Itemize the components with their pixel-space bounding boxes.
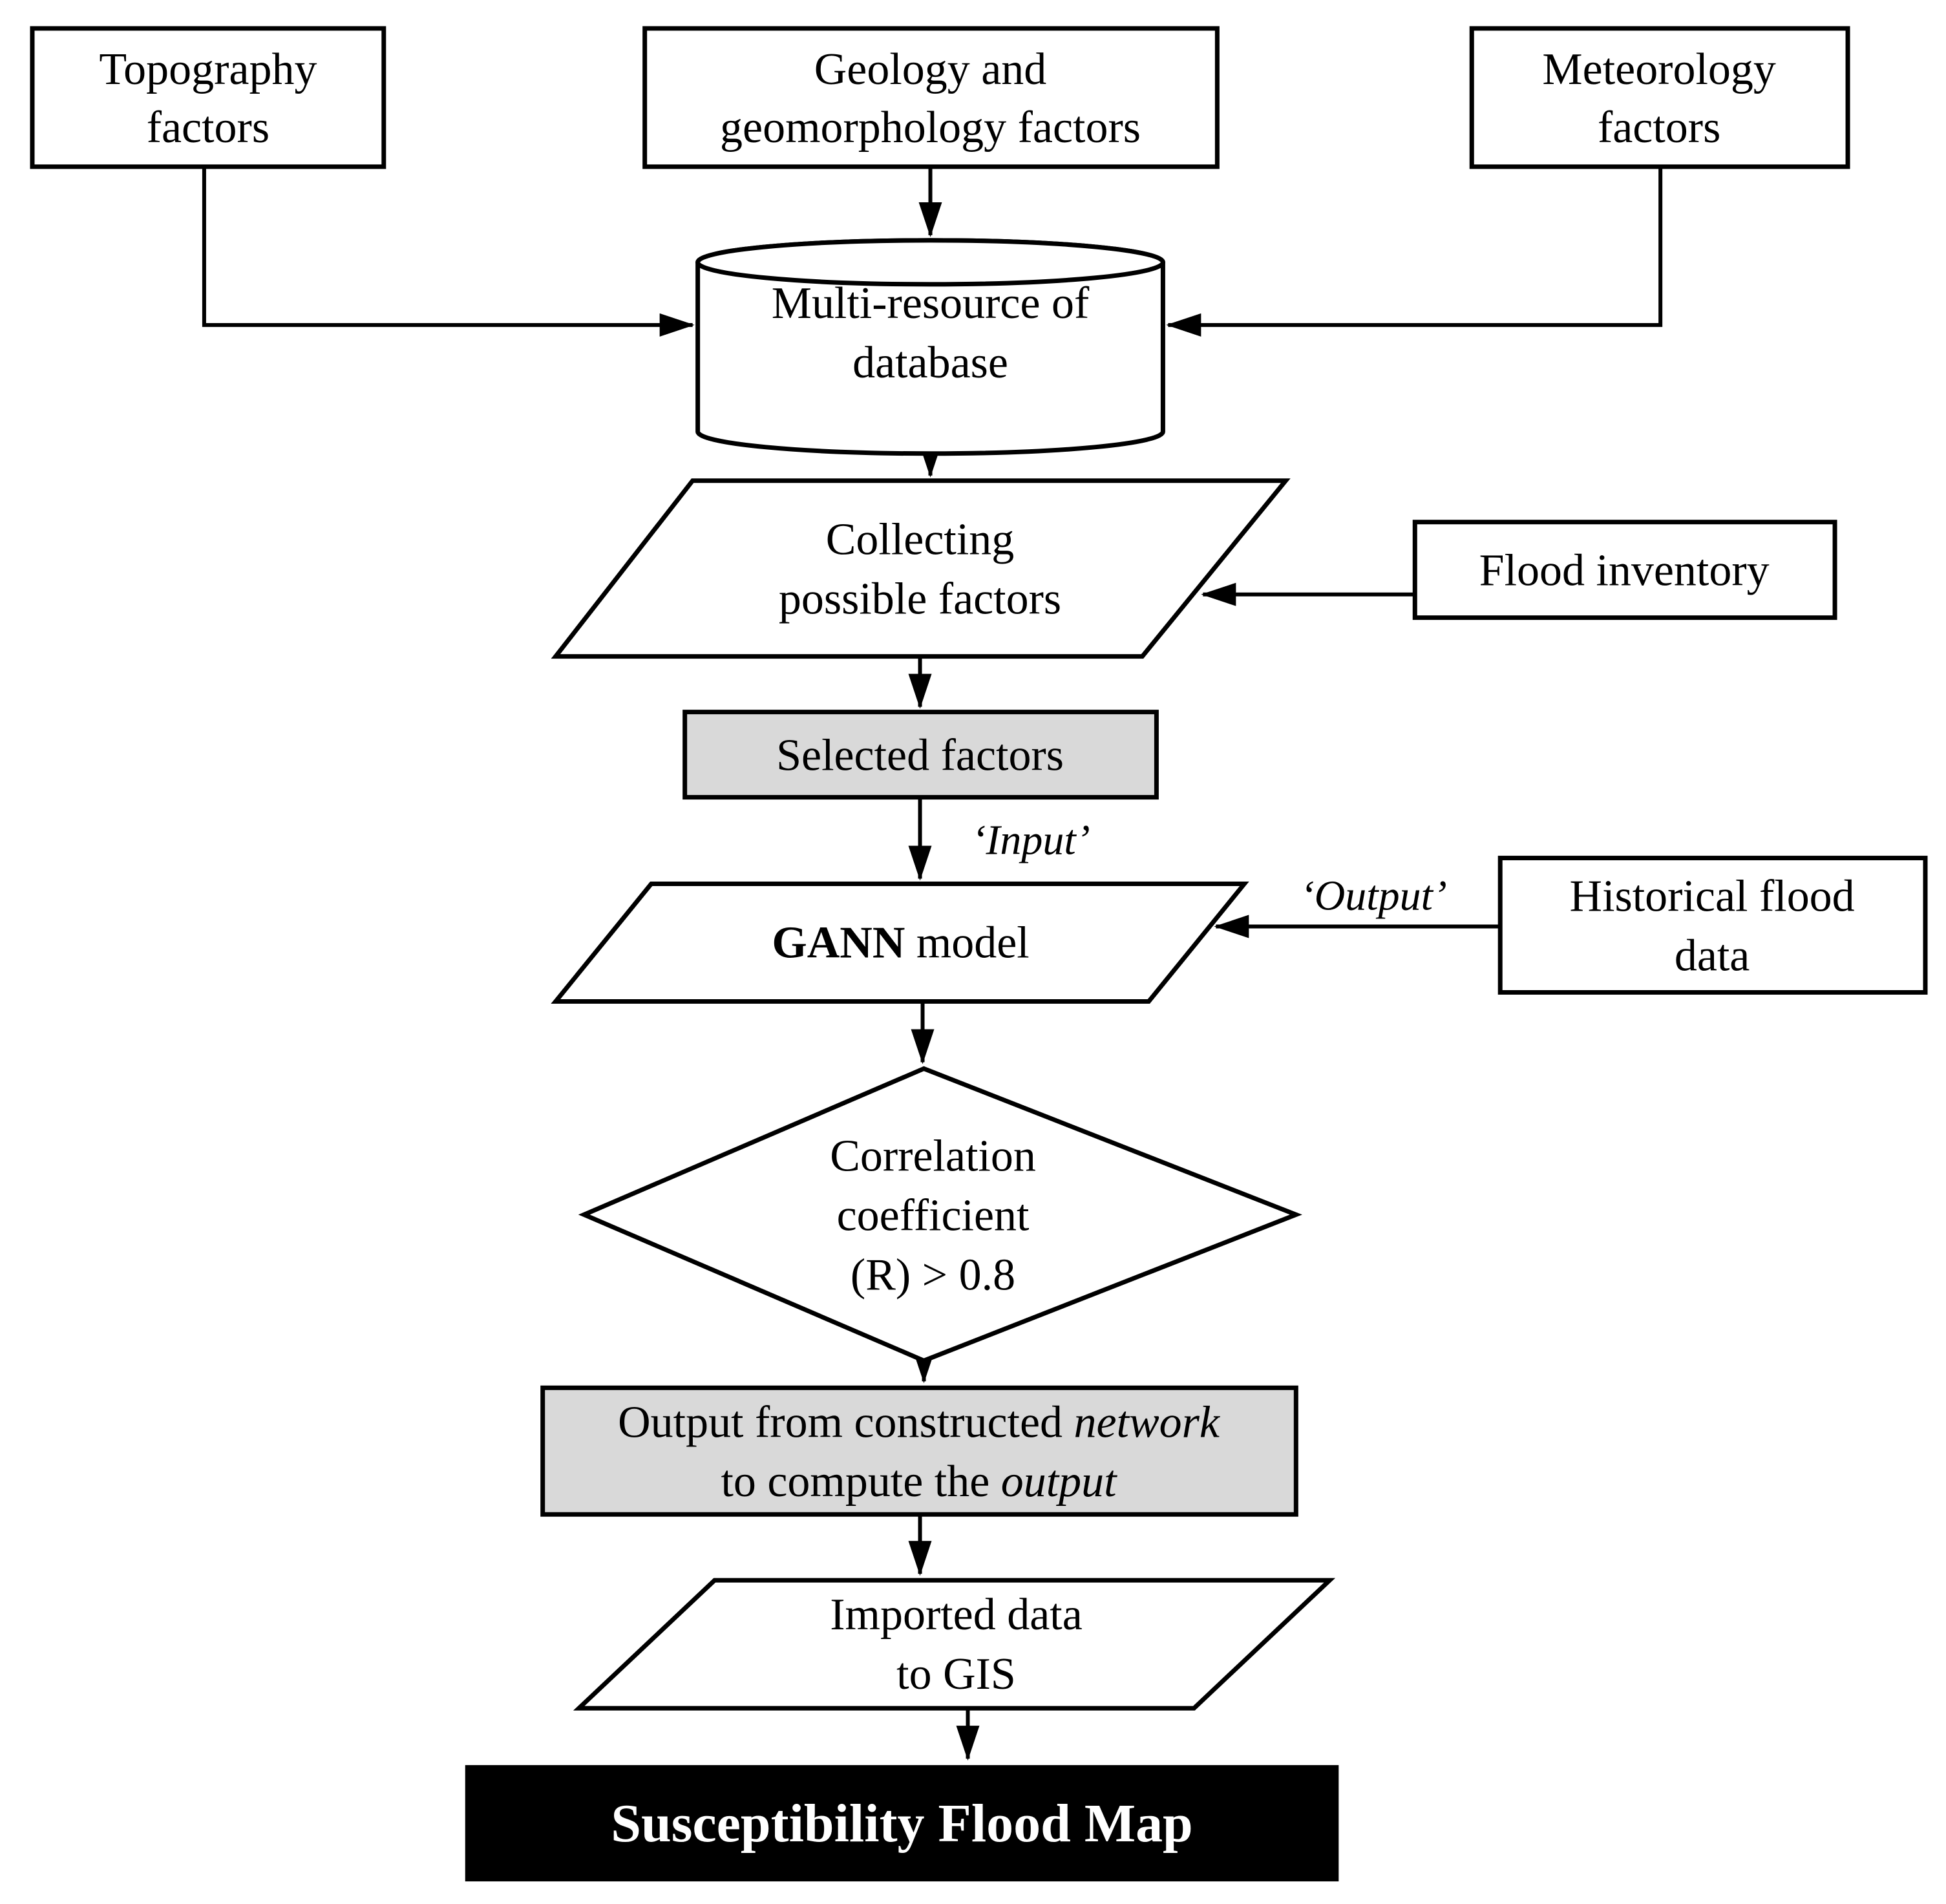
gann-parallelogram <box>551 882 1249 1004</box>
decision-label-line2: coefficient <box>837 1190 1030 1240</box>
topography-label-line1: Topography <box>99 45 317 94</box>
collecting-parallelogram <box>551 478 1291 659</box>
gann-label: GANN model <box>772 918 1029 968</box>
selected-factors-label: Selected factors <box>776 731 1064 781</box>
network-output-line1: Output from constructed network <box>618 1397 1221 1447</box>
topography-box <box>30 26 386 169</box>
arrow-topography-to-database <box>202 166 695 337</box>
imported-label-line2: to GIS <box>896 1649 1016 1699</box>
historical-label-line1: Historical flood <box>1570 872 1855 922</box>
collecting-label-line2: possible factors <box>779 575 1061 624</box>
historical-label-line2: data <box>1675 931 1750 980</box>
susceptibility-map-label: Susceptibility Flood Map <box>611 1793 1192 1854</box>
network-output-line1-italic: network <box>1073 1397 1220 1447</box>
flood-inventory-box <box>1412 520 1837 620</box>
decision-label-line1: Correlation <box>830 1131 1036 1181</box>
meteorology-label-line2: factors <box>1598 103 1720 153</box>
collecting-label-line1: Collecting <box>826 515 1014 565</box>
historical-flood-data-box <box>1497 856 1928 995</box>
database-label-line1: Multi-resource of <box>772 279 1090 328</box>
flood-inventory-label: Flood inventory <box>1479 546 1770 596</box>
geology-box <box>642 26 1220 169</box>
network-output-line2-italic: output <box>1001 1457 1117 1507</box>
imported-gis-parallelogram <box>573 1578 1336 1711</box>
output-edge-label: ‘Output’ <box>1300 873 1447 920</box>
network-output-line2-normal: to compute the <box>721 1457 1000 1507</box>
meteorology-box <box>1469 26 1850 169</box>
gann-label-bold: GANN <box>772 918 905 968</box>
selected-factors-box <box>682 710 1159 800</box>
network-output-box <box>540 1385 1298 1517</box>
input-edge-label: ‘Input’ <box>972 817 1090 864</box>
decision-diamond <box>578 1066 1302 1364</box>
gann-label-rest: model <box>905 918 1029 968</box>
meteorology-label-line1: Meteorology <box>1542 45 1775 94</box>
topography-label-line2: factors <box>147 103 270 153</box>
database-label-line2: database <box>852 338 1008 388</box>
network-output-line2: to compute the output <box>721 1457 1117 1507</box>
geology-label-line2: geomorphology factors <box>720 103 1141 153</box>
imported-label-line1: Imported data <box>830 1590 1083 1640</box>
database-cylinder-top <box>695 238 1165 287</box>
susceptibility-map-box <box>465 1765 1339 1882</box>
decision-label-line3: (R) > 0.8 <box>851 1250 1015 1300</box>
geology-label-line1: Geology and <box>814 45 1046 94</box>
network-output-line1-normal: Output from constructed <box>618 1397 1073 1447</box>
arrow-meteorology-to-database <box>1166 166 1663 337</box>
